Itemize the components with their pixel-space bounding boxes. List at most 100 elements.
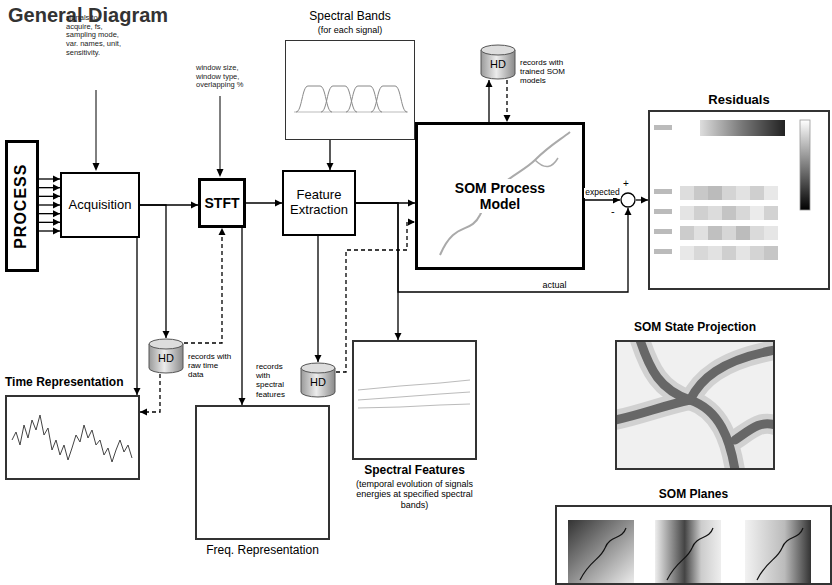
illustration-part	[217, 169, 224, 177]
connector-line	[140, 205, 166, 338]
illustration-part	[764, 246, 778, 260]
node-text: HD	[490, 58, 506, 71]
illustration-part	[736, 226, 750, 240]
illustration-part	[93, 163, 100, 171]
disk-store: HDrecords with raw time data	[148, 338, 184, 374]
arrowhead	[315, 355, 322, 362]
illustration-part	[690, 350, 773, 400]
illustration-part	[694, 186, 708, 200]
edge-label: actual	[541, 280, 567, 290]
connector-line	[184, 228, 222, 343]
node-text: SOM State Projection	[610, 321, 780, 335]
node-text: Freq. Representation	[195, 544, 330, 558]
flow-arrow	[140, 205, 170, 338]
node-text: SOM Planes	[555, 488, 832, 502]
arrowhead	[219, 228, 226, 235]
arrowhead	[53, 176, 60, 183]
illustration-part	[722, 206, 736, 220]
illustration-part	[694, 246, 708, 260]
illustration-part	[655, 520, 721, 585]
node-text: records with raw time data	[188, 352, 236, 380]
som-planes-panel: SOM Planes	[555, 505, 832, 585]
storage-read-arrow	[140, 374, 160, 416]
connector-line	[136, 238, 137, 395]
edge-label: expected	[584, 188, 621, 198]
illustration-part	[654, 125, 672, 130]
flow-arrow	[134, 238, 141, 395]
illustration-part	[654, 249, 672, 254]
node-text: HD	[310, 376, 326, 389]
illustration-part	[750, 246, 764, 260]
illustration-part	[722, 226, 736, 240]
freq-plot-panel: Freq. Representation	[195, 405, 330, 540]
illustration-part	[750, 186, 764, 200]
illustration-part	[700, 120, 785, 136]
illustration-part	[535, 158, 558, 167]
node-text: Acquisition	[69, 198, 132, 213]
arrowhead	[239, 398, 246, 405]
illustration-part	[800, 120, 810, 210]
cylinder-top	[481, 45, 515, 55]
cylinder-top	[149, 339, 183, 349]
spectral-features-panel: Spectral Features(temporal evolution of …	[352, 340, 477, 460]
illustration-part	[722, 186, 736, 200]
spectral-band-plot	[294, 86, 408, 112]
connector-line	[356, 203, 398, 340]
illustration-part	[667, 528, 713, 580]
flow-arrow	[315, 236, 322, 362]
arrowhead	[641, 197, 648, 204]
illustration-part	[708, 186, 722, 200]
som-projection-panel: SOM State Projection	[615, 340, 775, 470]
acquisition-box: Acquisition	[60, 172, 140, 238]
summing-circle	[620, 192, 636, 208]
illustration-part	[764, 186, 778, 200]
node-text: SOM Process Model	[446, 179, 555, 213]
arrowhead	[191, 202, 198, 209]
process-box: PROCESS	[5, 140, 39, 272]
arrowhead	[625, 208, 632, 215]
illustration-part	[680, 186, 694, 200]
som-projection-map	[615, 340, 775, 470]
illustration-part	[757, 528, 803, 580]
node-text: Feature Extraction	[287, 188, 351, 218]
illustration-part	[735, 424, 773, 440]
connector-line	[317, 236, 318, 362]
acquisition-settings-note: signals to acquire, fs, sampling mode, v…	[66, 14, 126, 57]
arrowhead	[53, 184, 60, 191]
stft-box: STFT	[198, 178, 246, 228]
connector-line	[356, 203, 628, 292]
illustration-part	[580, 528, 626, 580]
node-text: Residuals	[648, 93, 830, 108]
illustration-part	[12, 415, 132, 462]
arrowhead	[53, 193, 60, 200]
arrowhead	[327, 163, 334, 170]
summing-junction: +-	[620, 192, 636, 208]
illustration-part	[708, 206, 722, 220]
node-text: (for each signal)	[285, 25, 415, 35]
illustration-part	[736, 186, 750, 200]
illustration-part	[745, 520, 811, 585]
node-text: +	[623, 178, 629, 190]
som-plane-maps	[568, 520, 811, 585]
flow-arrow	[239, 228, 246, 405]
arrowhead	[163, 331, 170, 338]
som-curve	[440, 132, 570, 255]
arrowhead	[53, 219, 60, 226]
illustration-part	[690, 350, 773, 400]
arrowhead	[504, 115, 511, 122]
node-text: -	[611, 205, 615, 218]
feature-extraction-box: Feature Extraction	[282, 170, 356, 236]
illustration-part	[440, 132, 570, 255]
time-plot-panel: Time Representation	[5, 395, 140, 480]
illustration-part	[617, 400, 690, 420]
arrowhead	[486, 80, 493, 87]
illustration-part	[694, 206, 708, 220]
node-text: records with trained SOM models	[520, 58, 572, 86]
flow-arrow	[246, 200, 282, 207]
illustration-part	[294, 112, 408, 113]
arrowhead	[395, 333, 402, 340]
illustration-part	[617, 342, 773, 468]
flow-arrow	[356, 203, 402, 340]
illustration-part	[220, 96, 221, 170]
illustration-part	[680, 206, 694, 220]
